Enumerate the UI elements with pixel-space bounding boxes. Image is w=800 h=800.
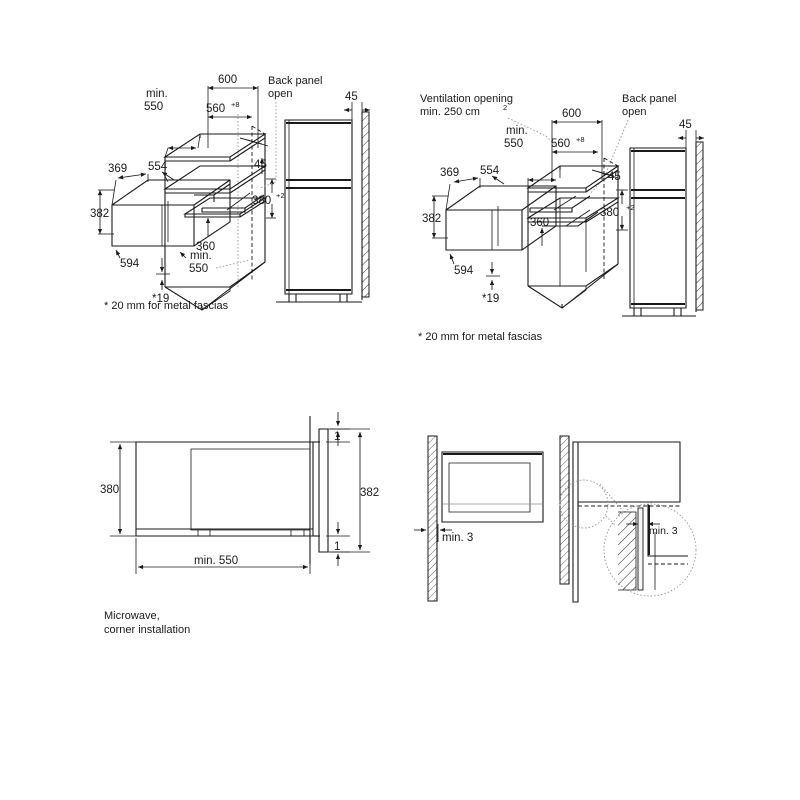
footnote-fig2: * 20 mm for metal fascias: [418, 331, 543, 343]
dim2-side-45: 45: [679, 119, 692, 131]
footnote-fig1-wrap: * 20 mm for metal fascias: [104, 300, 228, 312]
dim2-45: 45: [608, 171, 621, 183]
callout-back-panel-l2: open: [268, 88, 292, 100]
dim-side-45: 45: [345, 91, 358, 103]
figure-wall-clearance-detail: min. 3 min. 3: [412, 424, 722, 619]
dim-depth-550: 550: [189, 263, 208, 275]
dim2-560-tolerance: +8: [576, 135, 585, 144]
callout-back-panel2-l1: Back panel: [622, 93, 676, 105]
dim2-594: 594: [454, 265, 474, 277]
footnote-fig1: * 20 mm for metal fascias: [104, 300, 229, 312]
callout-ventilation-l2: min. 250 cm: [420, 106, 480, 118]
dim2-600: 600: [562, 108, 581, 120]
dim2-560: 560: [551, 138, 570, 150]
dim-min-550: 550: [144, 101, 163, 113]
dim2-382: 382: [422, 213, 441, 225]
caption-fig3-line2: corner installation: [104, 624, 191, 636]
dim-560: 560: [206, 103, 225, 115]
dim2-369: 369: [440, 167, 459, 179]
dim-depth-min: min.: [190, 250, 212, 262]
callout-back-panel-l1: Back panel: [268, 75, 322, 87]
figure-tall-unit-no-ventilation: min. 550 600 560 +8 45 369 554 382 594 3…: [90, 62, 390, 322]
dim2-19: *19: [482, 293, 499, 305]
dim2-360: 360: [530, 217, 549, 229]
dim-554: 554: [148, 161, 168, 173]
dim-369: 369: [108, 163, 127, 175]
dim-45-gap: 45: [254, 159, 267, 171]
dim2-min-550: 550: [504, 138, 523, 150]
dim2-min-label: min.: [506, 125, 528, 137]
callout-ventilation-sup: 2: [503, 103, 507, 112]
dim-380: 380: [252, 195, 271, 207]
dim-19: *19: [152, 293, 169, 305]
dim-594: 594: [120, 258, 140, 270]
dim3-bottom-1: 1: [334, 541, 340, 553]
dim-min-label: min.: [146, 88, 168, 100]
dim-600: 600: [218, 74, 237, 86]
dim2-380: 380: [600, 207, 619, 219]
callout-back-panel2-l2: open: [622, 106, 646, 118]
caption-fig3-line1: Microwave,: [104, 610, 160, 622]
dim3-382: 382: [360, 487, 379, 499]
dim-382: 382: [90, 208, 109, 220]
caption-fig3-wrap: Microwave, corner installation: [104, 609, 190, 637]
callout-ventilation-l1: Ventilation opening: [420, 93, 513, 105]
dim-360: 360: [196, 241, 215, 253]
dim3-min550: min. 550: [194, 555, 238, 567]
dim2-554: 554: [480, 165, 500, 177]
figure-microwave-corner-installation: 380 382 1 1 min. 550: [98, 404, 398, 604]
dim-380-tolerance: +2: [276, 191, 285, 200]
dim4-min3-detail: min. 3: [649, 525, 678, 537]
figure-tall-unit-with-ventilation: Ventilation opening min. 250 cm 2 Back p…: [418, 86, 728, 331]
footnote-fig2-wrap: * 20 mm for metal fascias: [418, 331, 542, 343]
dim-560-tolerance: +8: [231, 100, 240, 109]
dim3-top-1: 1: [334, 431, 340, 443]
dim3-380: 380: [100, 484, 119, 496]
dim4-min3-front: min. 3: [442, 532, 473, 544]
